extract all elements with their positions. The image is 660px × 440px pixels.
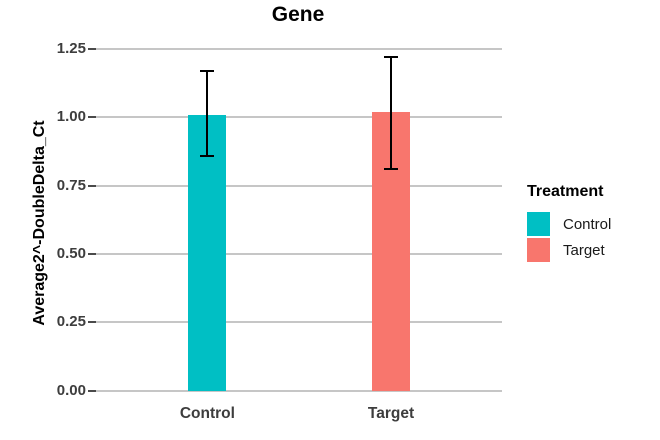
y-axis-label: Average2^-DoubleDelta_Ct bbox=[31, 120, 48, 326]
y-tick-mark bbox=[88, 48, 96, 50]
y-tick-label: 0.25 bbox=[56, 313, 86, 331]
y-tick-mark bbox=[88, 389, 96, 392]
y-tick-mark bbox=[88, 321, 96, 324]
legend: Treatment Control Target bbox=[527, 183, 611, 264]
bar-control bbox=[188, 114, 227, 391]
y-tick-label: 0.00 bbox=[56, 381, 86, 399]
chart-title: Gene bbox=[271, 3, 325, 26]
y-tick-mark bbox=[88, 252, 96, 255]
x-tick-label-target: Target bbox=[367, 405, 415, 422]
legend-title: Treatment bbox=[527, 183, 604, 200]
gridline bbox=[95, 184, 502, 187]
gridline bbox=[95, 48, 502, 50]
y-tick-label: 0.50 bbox=[56, 244, 86, 262]
legend-swatch-control-icon bbox=[527, 212, 550, 236]
legend-item-target: Target bbox=[527, 238, 611, 262]
legend-item-control: Control bbox=[527, 212, 611, 236]
gridline bbox=[95, 389, 502, 392]
legend-label-target: Target bbox=[563, 241, 605, 259]
gridline bbox=[95, 252, 502, 255]
y-tick-label: 1.25 bbox=[56, 40, 86, 57]
y-tick-label: 0.75 bbox=[56, 176, 86, 194]
gridline bbox=[95, 321, 502, 324]
error-bar-cap-top bbox=[384, 56, 399, 59]
y-tick-label: 1.00 bbox=[56, 108, 86, 126]
legend-swatch-target-icon bbox=[527, 238, 550, 262]
error-bar-line bbox=[390, 57, 393, 170]
error-bar-cap-top bbox=[200, 69, 215, 72]
y-tick-mark bbox=[88, 184, 96, 187]
y-tick-mark bbox=[88, 116, 96, 119]
x-tick-label-control: Control bbox=[179, 405, 235, 422]
error-bar-line bbox=[206, 70, 209, 156]
error-bar-cap-bottom bbox=[384, 168, 399, 171]
gridline bbox=[95, 116, 502, 119]
legend-label-control: Control bbox=[563, 215, 612, 233]
error-bar-cap-bottom bbox=[200, 154, 215, 157]
